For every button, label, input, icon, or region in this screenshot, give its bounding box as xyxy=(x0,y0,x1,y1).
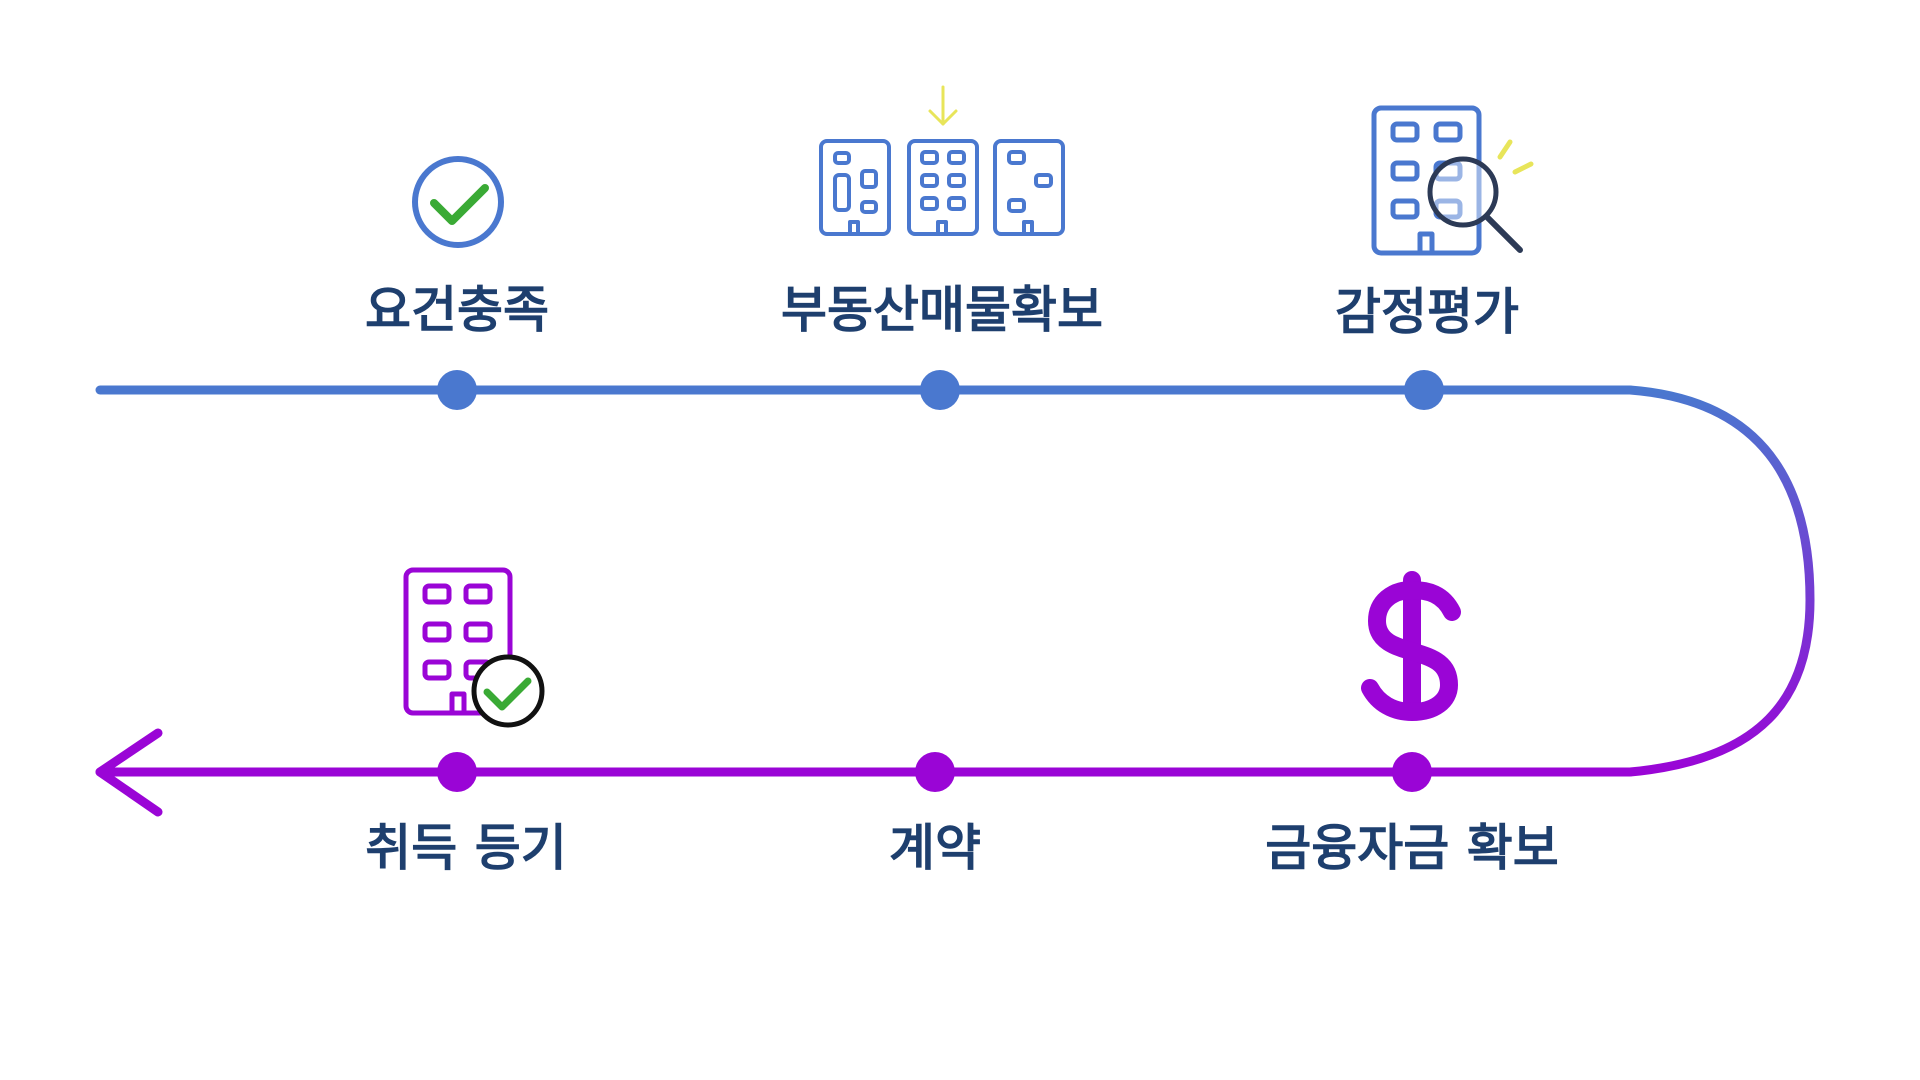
node-property xyxy=(920,370,960,410)
step-label-contract: 계약 xyxy=(889,819,981,877)
step-label-appraisal: 감정평가 xyxy=(1335,283,1519,341)
step-label-financing: 금융자금 확보 xyxy=(1265,819,1559,877)
check-circle-icon xyxy=(412,156,504,248)
building-magnifier-icon xyxy=(1371,105,1534,256)
arrow-head-icon xyxy=(95,728,163,817)
node-registration xyxy=(437,752,477,792)
node-requirements xyxy=(437,370,477,410)
node-financing xyxy=(1392,752,1432,792)
step-label-registration: 취득 등기 xyxy=(365,819,567,877)
buildings-icon xyxy=(819,85,1065,236)
node-contract xyxy=(915,752,955,792)
dollar-icon xyxy=(1361,571,1461,722)
building-check-icon xyxy=(403,567,545,728)
timeline-curve xyxy=(1629,385,1815,777)
node-appraisal xyxy=(1404,370,1444,410)
step-label-requirements: 요건충족 xyxy=(365,281,549,339)
step-label-property: 부동산매물확보 xyxy=(781,281,1103,339)
